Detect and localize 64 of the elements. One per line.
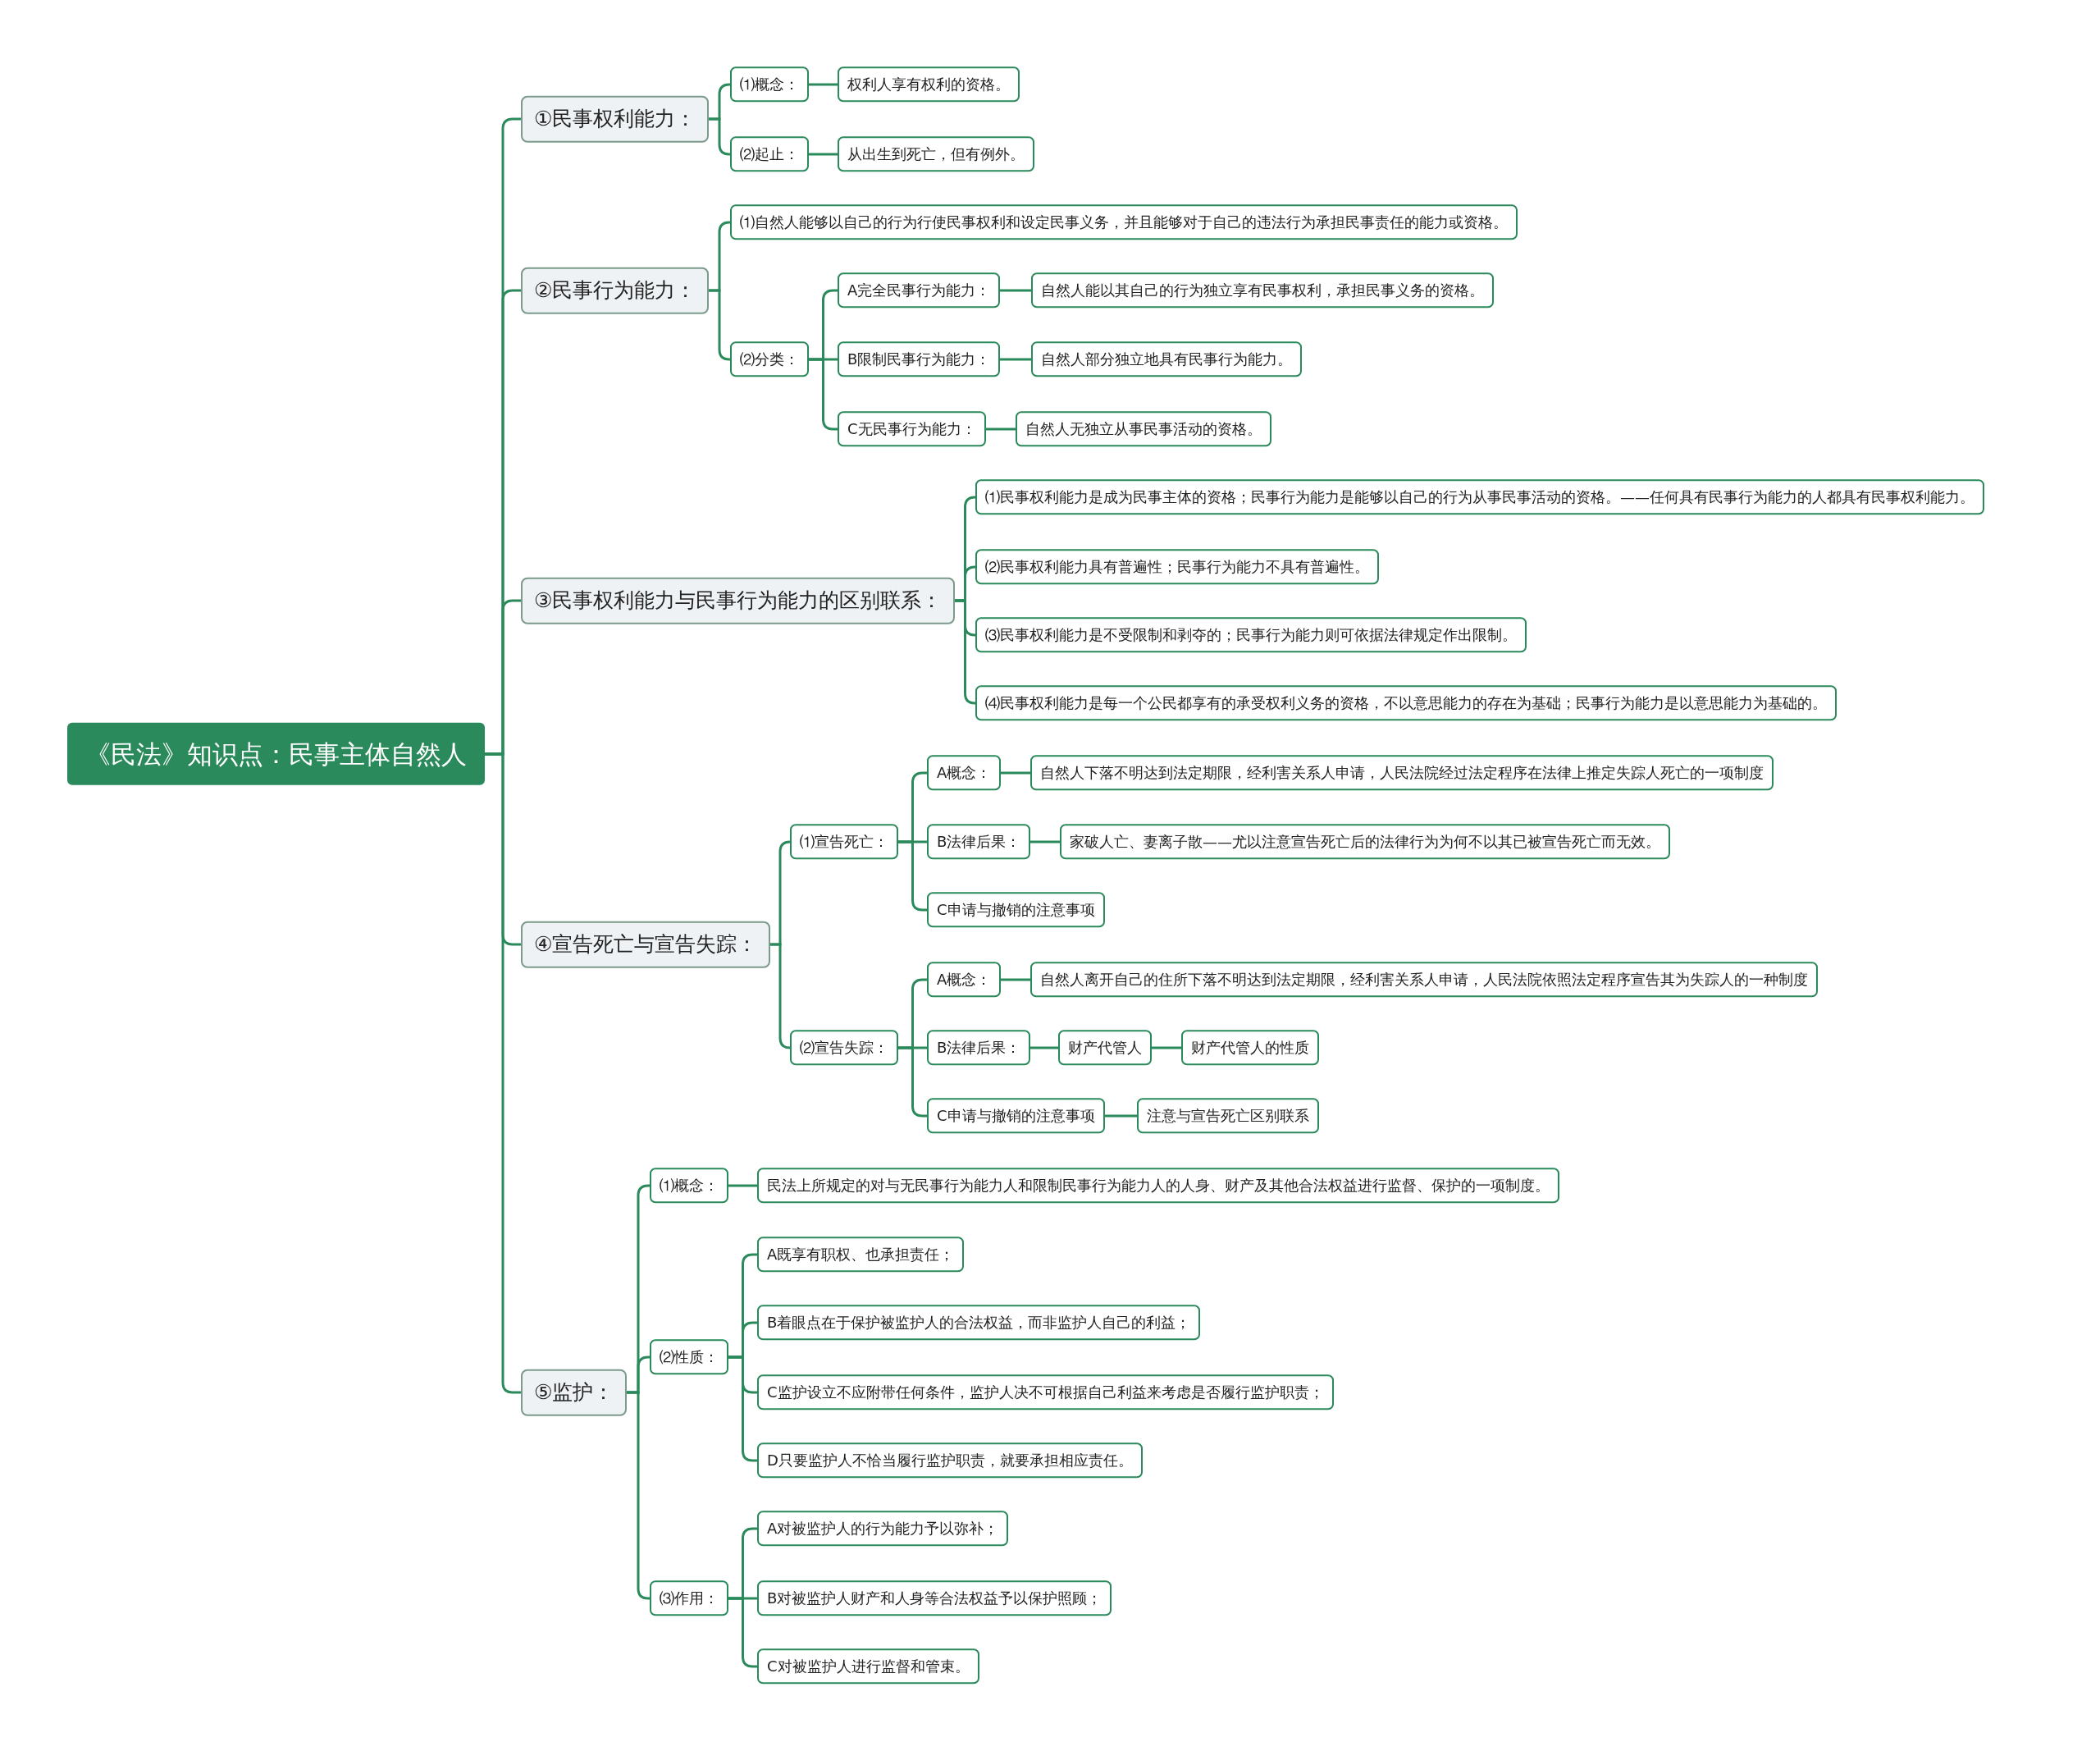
subtopic: A完全民事行为能力：: [838, 272, 1001, 309]
subtopic: ⑵宣告失踪：: [790, 1030, 898, 1066]
subtopic: A概念：: [927, 962, 1002, 998]
connector-line: [1000, 289, 1031, 292]
subtopic: B对被监护人财产和人身等合法权益予以保护照顾；: [757, 1580, 1112, 1616]
subtopic: 注意与宣告死亡区别联系: [1137, 1098, 1319, 1134]
subtopic: A对被监护人的行为能力予以弥补；: [757, 1511, 1009, 1547]
main-topic: ③民事权利能力与民事行为能力的区别联系：: [521, 577, 956, 624]
subtopic: ⑵分类：: [730, 341, 809, 377]
subtopic: 财产代管人: [1058, 1030, 1152, 1066]
subtopic: C对被监护人进行监督和管束。: [757, 1648, 979, 1685]
main-topic: ①民事权利能力：: [521, 95, 710, 143]
subtopic: ⑷民事权利能力是每一个公民都享有的承受权利义务的资格，不以意思能力的存在为基础；民事行为能力是以意思能力为基础的。: [975, 685, 1837, 721]
subtopic: ⑵性质：: [650, 1339, 728, 1375]
subtopic: 家破人亡、妻离子散——尤以注意宣告死亡后的法律行为为何不以其已被宣告死亡而无效。: [1060, 824, 1670, 860]
subtopic: ⑵起止：: [730, 136, 809, 172]
connector-line: [709, 117, 731, 156]
connector-line: [485, 752, 521, 1394]
subtopic: A概念：: [927, 755, 1002, 791]
connector-line: [809, 83, 838, 86]
subtopic: 自然人无独立从事民事活动的资格。: [1016, 411, 1271, 447]
connector-line: [986, 427, 1016, 431]
connector-line: [809, 153, 838, 156]
connector-line: [1152, 1046, 1181, 1049]
connector-line: [1001, 771, 1030, 775]
subtopic: A既享有职权、也承担责任；: [757, 1237, 965, 1273]
main-topic: ⑤监护：: [521, 1369, 628, 1416]
subtopic: 财产代管人的性质: [1181, 1030, 1319, 1066]
subtopic: C无民事行为能力：: [838, 411, 986, 447]
subtopic: ⑶民事权利能力是不受限制和剥夺的；民事行为能力则可依据法律规定作出限制。: [975, 617, 1527, 653]
connector-line: [1030, 840, 1060, 843]
subtopic: 民法上所规定的对与无民事行为能力人和限制民事行为能力人的人身、财产及其他合法权益进行监督、保护的一项制度。: [757, 1168, 1559, 1204]
subtopic: C申请与撤销的注意事项: [927, 892, 1105, 928]
connector-line: [1105, 1114, 1137, 1118]
subtopic: B法律后果：: [927, 824, 1031, 860]
subtopic: C监护设立不应附带任何条件，监护人决不可根据自己利益来考虑是否履行监护职责；: [757, 1374, 1334, 1410]
subtopic: 从出生到死亡，但有例外。: [838, 136, 1034, 172]
connector-line: [1000, 358, 1031, 361]
subtopic: 自然人能以其自己的行为独立享有民事权利，承担民事义务的资格。: [1031, 272, 1494, 309]
connector-line: [955, 599, 976, 705]
subtopic: ⑴自然人能够以自己的行为行使民事权利和设定民事义务，并且能够对于自己的违法行为承担民事责任的能力或资格。: [730, 204, 1518, 240]
subtopic: C申请与撤销的注意事项: [927, 1098, 1105, 1134]
connector-line: [1001, 978, 1030, 981]
subtopic: 自然人部分独立地具有民事行为能力。: [1031, 341, 1302, 377]
main-topic: ②民事行为能力：: [521, 267, 710, 314]
subtopic: ⑶作用：: [650, 1580, 728, 1616]
connector-line: [709, 289, 731, 361]
main-topic: ④宣告死亡与宣告失踪：: [521, 921, 771, 968]
subtopic: ⑴概念：: [650, 1168, 728, 1204]
subtopic: ⑵民事权利能力具有普遍性；民事行为能力不具有普遍性。: [975, 549, 1379, 585]
subtopic: ⑴宣告死亡：: [790, 824, 898, 860]
subtopic: ⑴民事权利能力是成为民事主体的资格；民事行为能力是能够以自己的行为从事民事活动的资格。——任何具有民事行为能力的人都具有民事权利能力。: [975, 479, 1984, 515]
subtopic: B法律后果：: [927, 1030, 1031, 1066]
subtopic: ⑴概念：: [730, 66, 809, 103]
subtopic: 权利人享有权利的资格。: [838, 66, 1020, 103]
subtopic: 自然人离开自己的住所下落不明达到法定期限，经利害关系人申请，人民法院依照法定程序宣告其为失踪人的一种制度: [1030, 962, 1818, 998]
subtopic: 自然人下落不明达到法定期限，经利害关系人申请，人民法院经过法定程序在法律上推定失踪人死亡的一项制度: [1030, 755, 1774, 791]
subtopic: D只要监护人不恰当履行监护职责，就要承担相应责任。: [757, 1442, 1143, 1479]
root-topic: 《民法》知识点：民事主体自然人: [67, 722, 485, 786]
subtopic: B着眼点在于保护被监护人的合法权益，而非监护人自己的利益；: [757, 1305, 1201, 1341]
subtopic: B限制民事行为能力：: [838, 341, 1001, 377]
connector-line: [1030, 1046, 1058, 1049]
connector-line: [770, 943, 792, 1049]
connector-line: [728, 1184, 757, 1187]
